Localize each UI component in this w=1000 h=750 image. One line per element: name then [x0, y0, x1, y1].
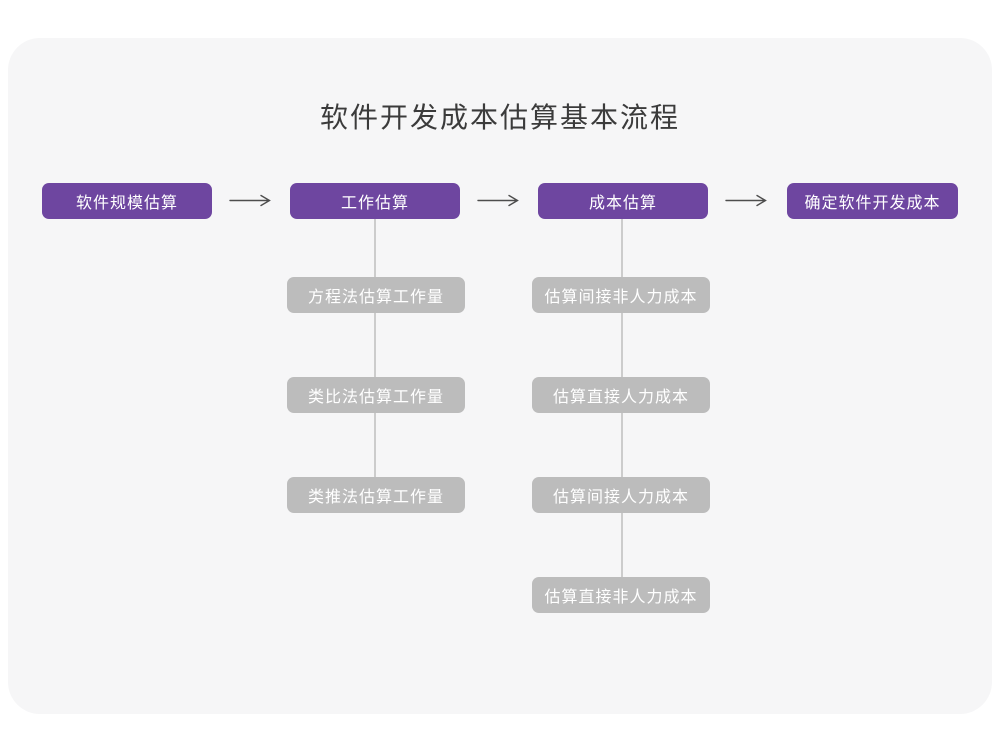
sub-node-indirect-labor-cost: 估算间接人力成本 [532, 477, 710, 513]
right-arrow-icon [229, 194, 271, 207]
sub-node-indirect-nonlabor-cost: 估算间接非人力成本 [532, 277, 710, 313]
flow-node-cost-estimation: 成本估算 [538, 183, 708, 219]
right-arrow-icon [477, 194, 519, 207]
flow-node-determine-development-cost: 确定软件开发成本 [787, 183, 958, 219]
sub-node-extrapolation-method: 类推法估算工作量 [287, 477, 465, 513]
right-arrow-icon [725, 194, 767, 207]
sub-node-direct-labor-cost: 估算直接人力成本 [532, 377, 710, 413]
diagram-card [8, 38, 992, 714]
diagram-title: 软件开发成本估算基本流程 [319, 102, 680, 133]
flow-node-software-scale-estimation: 软件规模估算 [42, 183, 212, 219]
sub-node-analogy-method: 类比法估算工作量 [287, 377, 465, 413]
connector-work-estimation [374, 218, 376, 478]
sub-node-equation-method: 方程法估算工作量 [287, 277, 465, 313]
flow-node-work-estimation: 工作估算 [290, 183, 460, 219]
sub-node-direct-nonlabor-cost: 估算直接非人力成本 [532, 577, 710, 613]
